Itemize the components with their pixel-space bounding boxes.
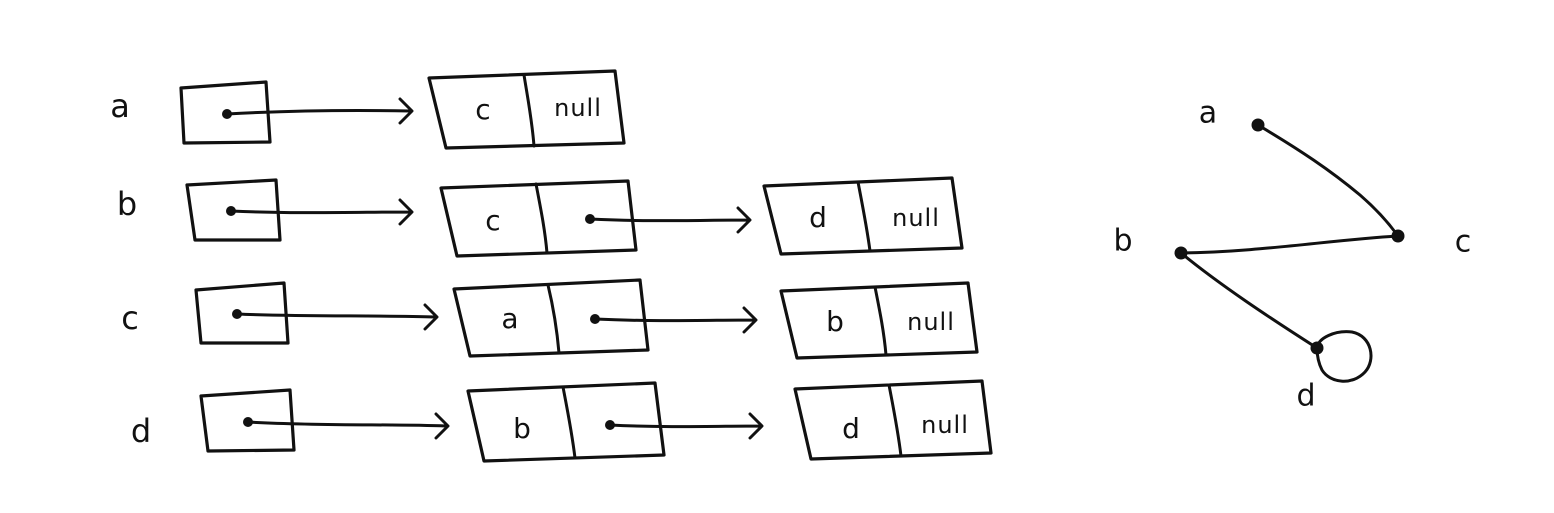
arrow-d-1: [246, 412, 450, 440]
node-d-2-next: null: [921, 411, 969, 439]
node-b-2-next: null: [892, 204, 940, 232]
node-b-2-divider: [856, 180, 872, 253]
edge-d-d-loop: [1315, 330, 1373, 383]
row-label-c: c: [121, 299, 139, 337]
node-c-1-divider: [546, 283, 561, 355]
arrow-d-2: [608, 412, 764, 440]
node-b-2-value: d: [809, 201, 827, 234]
node-d-1-value: b: [513, 412, 531, 445]
vertex-b: [1174, 246, 1188, 260]
row-c: c a b null: [121, 278, 979, 360]
row-label-d: d: [131, 412, 151, 450]
head-cell-d: [199, 388, 296, 453]
node-c-2-divider: [873, 285, 888, 357]
row-label-b: b: [117, 185, 137, 223]
edge-a-c: [1256, 123, 1400, 238]
vertex-label-b: b: [1113, 224, 1132, 259]
head-cell-b: [185, 178, 282, 242]
node-b-1-value: c: [485, 204, 500, 237]
node-d-1-divider: [561, 385, 577, 460]
adjacency-list: a c null b c: [110, 69, 993, 463]
node-c-2: b null: [779, 281, 979, 360]
arrow-c-1: [235, 303, 439, 331]
node-b-1-divider: [534, 182, 549, 255]
row-a: a c null: [110, 69, 626, 150]
node-d-2-divider: [887, 383, 903, 458]
edge-b-c: [1179, 234, 1400, 255]
node-d-2-box: [793, 379, 993, 461]
node-d-2-value: d: [842, 412, 860, 445]
node-c-2-next: null: [907, 308, 955, 336]
node-a-1-next: null: [554, 94, 602, 122]
arrow-b-2: [588, 206, 752, 234]
node-c-1: a: [452, 278, 650, 358]
node-b-1-box: [439, 179, 638, 258]
node-c-1-box: [452, 278, 650, 358]
node-c-2-value: b: [826, 305, 844, 338]
vertex-label-d: d: [1296, 379, 1315, 414]
node-a-1-box: [427, 69, 626, 150]
edge-b-d: [1179, 251, 1319, 350]
vertex-c: [1391, 229, 1405, 243]
head-cell-c: [194, 281, 290, 345]
node-a-1-divider: [522, 73, 536, 148]
node-b-2: d null: [762, 176, 964, 256]
vertex-a: [1251, 118, 1265, 132]
node-d-1: b: [466, 381, 666, 463]
node-a-1-value: c: [475, 93, 490, 126]
node-d-1-box: [466, 381, 666, 463]
head-cell-a: [179, 80, 272, 145]
node-c-1-value: a: [501, 302, 518, 335]
graph: a b c d: [1113, 96, 1471, 414]
row-label-a: a: [110, 87, 130, 125]
arrow-c-2: [593, 306, 758, 334]
row-d: d b d null: [131, 379, 993, 463]
node-d-2: d null: [793, 379, 993, 461]
vertex-label-a: a: [1199, 96, 1217, 131]
row-b: b c d null: [117, 176, 964, 258]
vertex-d: [1310, 341, 1324, 355]
arrow-b-1: [229, 198, 414, 226]
vertex-label-c: c: [1455, 225, 1472, 260]
node-a-1: c null: [427, 69, 626, 150]
node-c-2-box: [779, 281, 979, 360]
node-b-2-box: [762, 176, 964, 256]
arrow-a-1: [225, 97, 414, 125]
